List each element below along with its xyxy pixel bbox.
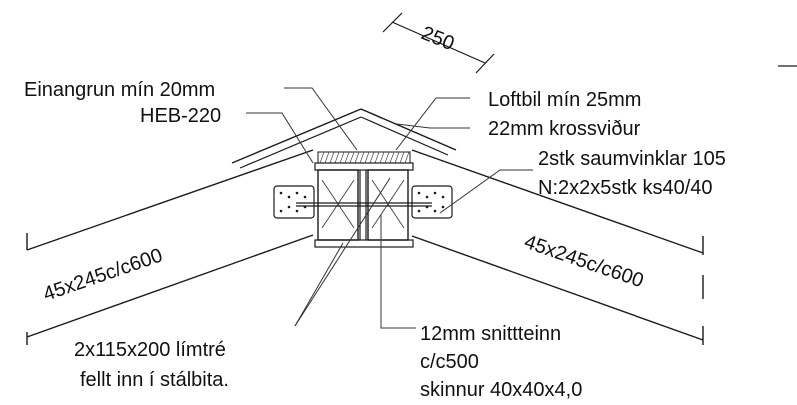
right-rafter-label: 45x245c/c600 [521,231,646,292]
label-rod-2: c/c500 [420,351,479,373]
label-insulation: Einangrun mín 20mm [24,79,215,101]
leader-plywood [396,123,470,129]
label-glulam-2: fellt inn í stálbita. [80,369,229,391]
left-rafter: 45x245c/c600 [26,149,314,345]
label-rod-1: 12mm snittteinn [420,323,561,345]
label-rod-3: skinnur 40x40x4,0 [420,379,582,401]
label-brackets-1: 2stk saumvinklar 105 [538,148,726,170]
leader-glulam-a [294,242,344,327]
leader-air-gap [395,97,470,151]
leader-heb220 [246,112,314,164]
roof-surface-lines [231,108,457,169]
dimension-250: 250 [382,12,495,74]
central-beam-assembly [314,151,414,248]
annotation-labels: Einangrun mín 20mm HEB-220 Loftbil mín 2… [24,79,726,401]
leader-insulation [284,87,358,151]
threaded-rod [296,202,432,207]
left-rafter-label: 45x245c/c600 [40,244,165,305]
left-bracket-plate [273,185,315,219]
leader-lines [246,87,533,329]
leader-glulam-b [294,177,391,327]
label-heb220: HEB-220 [140,105,221,127]
leader-rod [380,215,416,329]
label-plywood: 22mm krossviður [488,118,641,140]
insulation-hatching [319,151,410,164]
dimension-250-label: 250 [418,22,457,55]
leader-brackets [439,169,533,214]
label-glulam-1: 2x115x200 límtré [74,339,226,361]
right-bracket-plate [411,185,453,219]
label-brackets-2: N:2x2x5stk ks40/40 [538,177,713,199]
label-air-gap: Loftbil mín 25mm [488,89,641,111]
